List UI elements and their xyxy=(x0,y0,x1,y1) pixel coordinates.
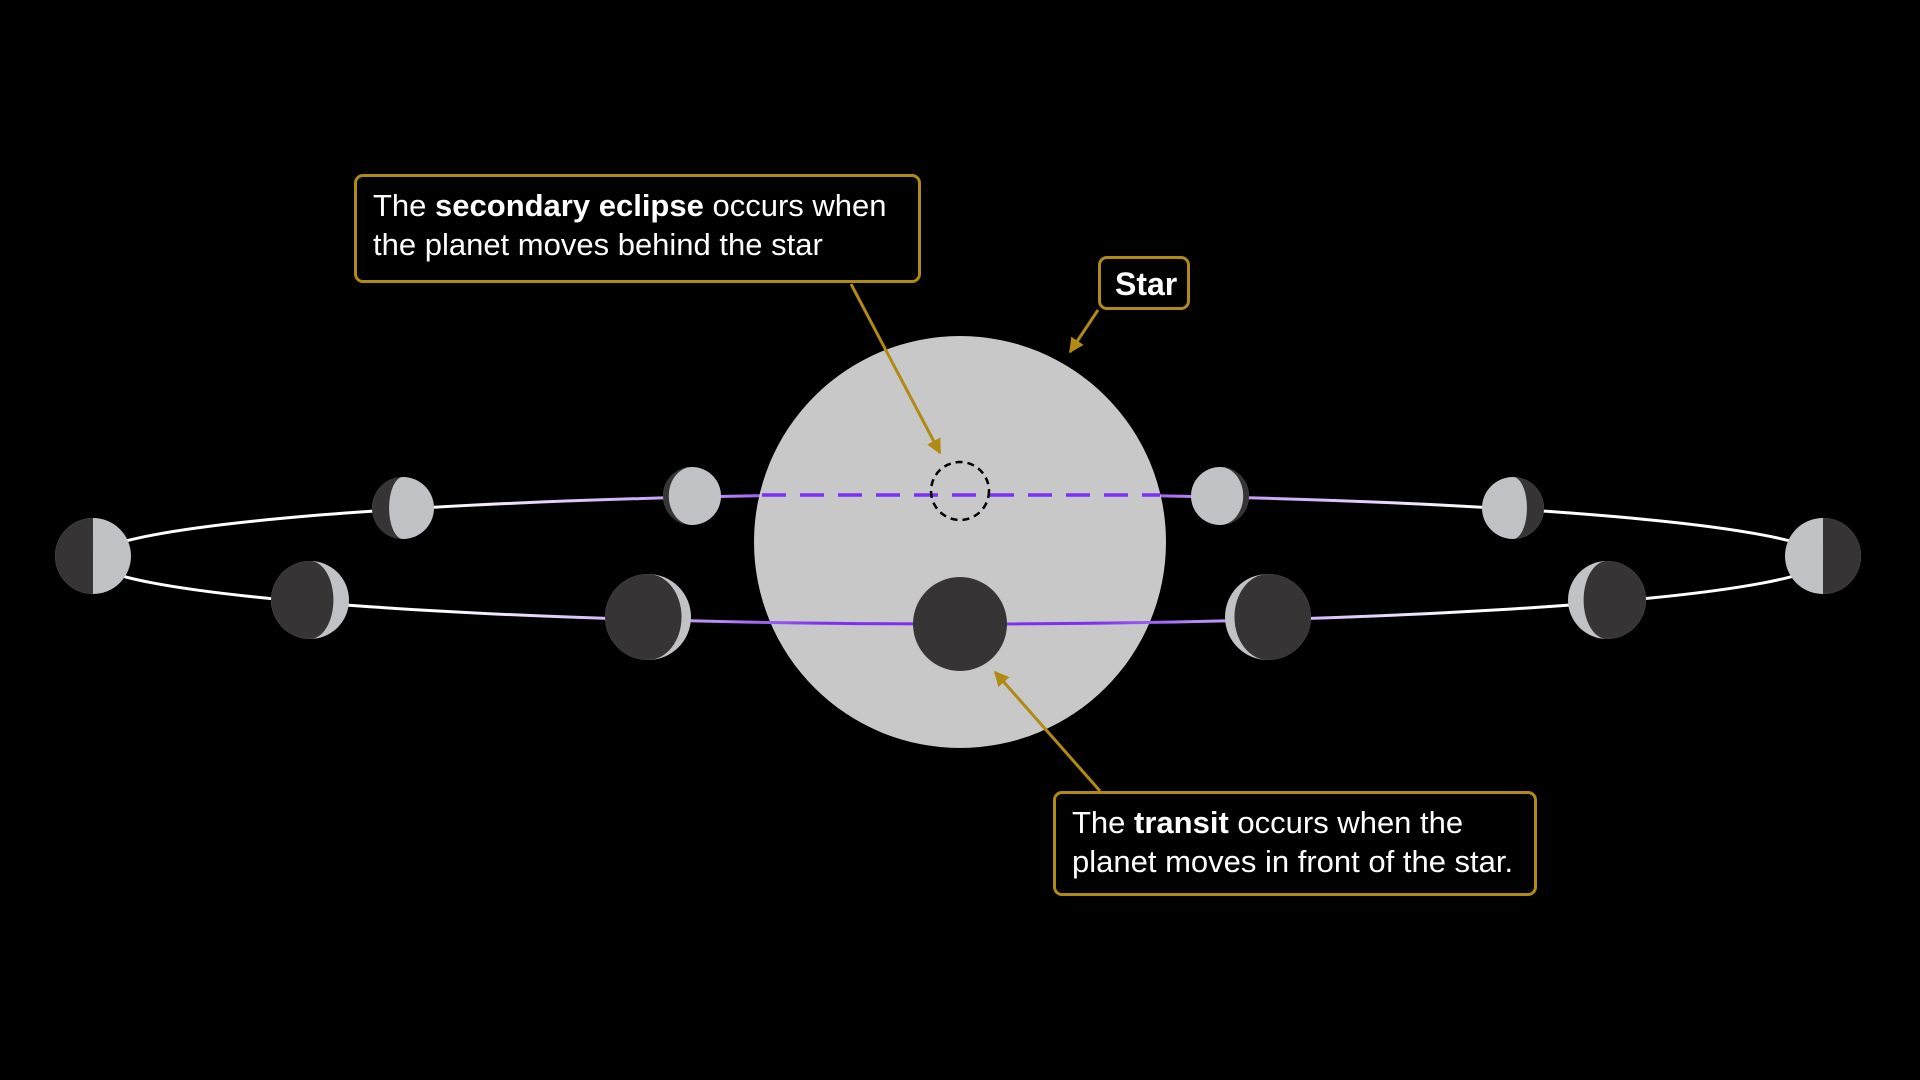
callout-text: The xyxy=(1072,805,1135,840)
planet-shadow xyxy=(1513,477,1544,539)
planet-upper-left-1 xyxy=(372,477,434,539)
planet-shadow xyxy=(1823,518,1861,594)
transit-arrow xyxy=(993,670,1102,792)
planet-disk xyxy=(1191,467,1249,525)
planet-shadow xyxy=(1220,467,1249,525)
planet-shadow xyxy=(1583,561,1646,639)
callout-text: the planet moves behind the star xyxy=(373,227,823,262)
planet-shadow xyxy=(663,467,692,525)
callout-text: occurs when xyxy=(703,188,887,223)
star-arrow xyxy=(1068,309,1100,354)
planet-shadow xyxy=(605,574,682,660)
transit-callout: The transit occurs when the planet moves… xyxy=(1053,791,1537,896)
callout-text: occurs when the xyxy=(1228,805,1464,840)
planet-disk xyxy=(663,467,721,525)
callout-bold-term: transit xyxy=(1134,805,1229,840)
secondary-eclipse-planet-outline xyxy=(929,460,991,522)
planet-far-right xyxy=(1785,518,1861,594)
planet-lower-left-2 xyxy=(605,574,691,660)
planet-shadow xyxy=(1234,574,1311,660)
callout-text: planet moves in front of the star. xyxy=(1072,844,1514,879)
star-callout: Star xyxy=(1098,256,1190,310)
star-label: Star xyxy=(1115,266,1178,302)
planet-lower-right-2 xyxy=(1568,561,1646,639)
planet-lower-right-1 xyxy=(1225,574,1311,660)
planet-upper-left-2 xyxy=(663,467,721,525)
secondary-eclipse-arrow xyxy=(849,283,942,455)
planet-transit xyxy=(913,577,1007,671)
planet-shadow xyxy=(271,561,334,639)
planet-disk xyxy=(913,577,1007,671)
planet-upper-right-2 xyxy=(1482,477,1544,539)
star xyxy=(754,336,1166,748)
planet-far-left xyxy=(55,518,131,594)
planet-shadow xyxy=(55,518,93,594)
planet-shadow xyxy=(372,477,403,539)
secondary-eclipse-callout: The secondary eclipse occurs when the pl… xyxy=(354,174,921,283)
callout-text: The xyxy=(373,188,436,223)
planet-lower-left-1 xyxy=(271,561,349,639)
planet-upper-right-1 xyxy=(1191,467,1249,525)
callout-bold-term: secondary eclipse xyxy=(435,188,704,223)
